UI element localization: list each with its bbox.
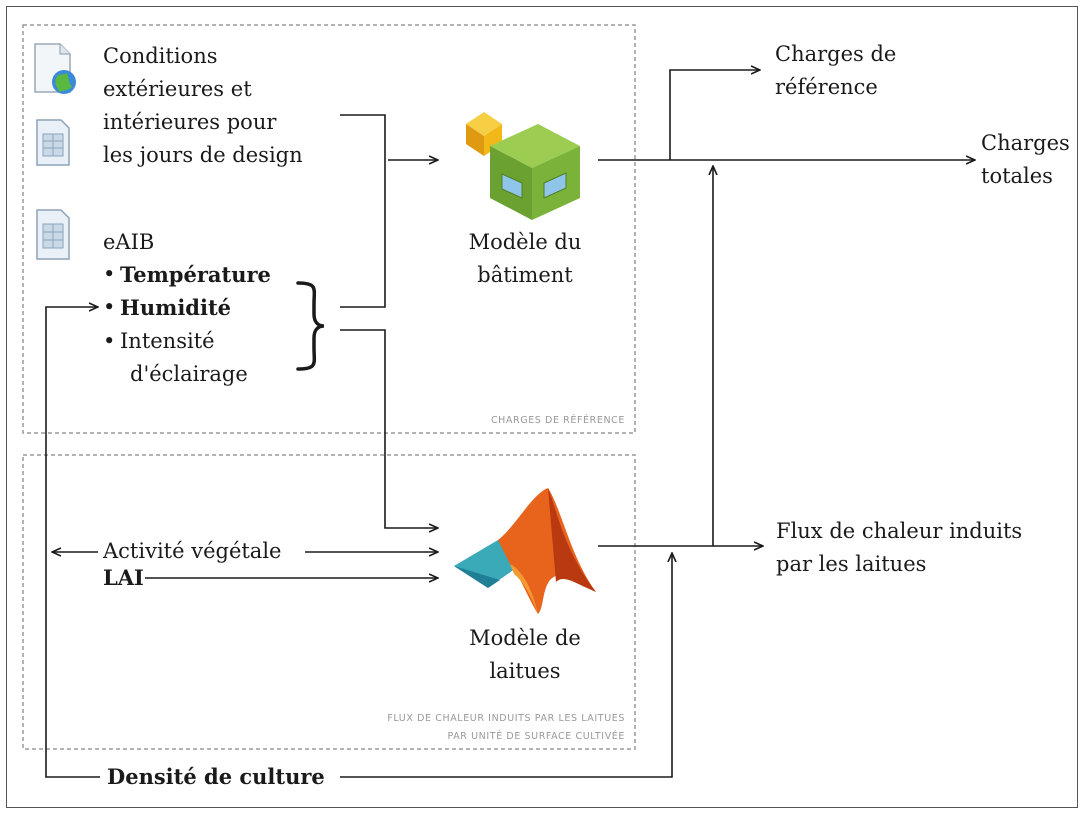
diagram-frame xyxy=(6,6,1078,808)
document-icon xyxy=(36,209,70,260)
reference-loads-box xyxy=(22,24,636,434)
matlab-surface-icon xyxy=(454,488,596,614)
conditions-label-line4: les jours de design xyxy=(103,143,303,167)
temperature-label: Température xyxy=(120,262,271,287)
humidity-label: Humidité xyxy=(120,295,232,320)
lai-label: LAI xyxy=(103,565,144,590)
arrow-density xyxy=(340,553,672,778)
lettuce-heat-box xyxy=(22,454,636,750)
building-cube-icon xyxy=(466,112,580,220)
arrow-reference-loads xyxy=(669,70,760,160)
bullet: • xyxy=(103,329,116,353)
crop-density-label: Densité de culture xyxy=(107,764,325,789)
bullet: • xyxy=(103,295,116,319)
lettuce-model-label-line1: Modèle de xyxy=(469,626,581,650)
conditions-bracket-line xyxy=(340,114,386,308)
total-loads-label-line1: Charges xyxy=(981,131,1070,155)
bullet: • xyxy=(103,262,116,286)
lettuce-heat-caption-line2: PAR UNITÉ DE SURFACE CULTIVÉE xyxy=(447,731,625,742)
light-intensity-label-line1: Intensité xyxy=(120,329,215,353)
total-loads-label-line2: totales xyxy=(981,164,1053,188)
reference-loads-caption: CHARGES DE RÉFÉRENCE xyxy=(490,415,625,426)
eaib-label: eAIB xyxy=(103,230,155,254)
heat-flux-label-line1: Flux de chaleur induits xyxy=(776,519,1023,543)
conditions-label-line1: Conditions xyxy=(103,44,218,68)
reference-loads-label-line2: référence xyxy=(775,75,878,99)
plant-activity-label: Activité végétale xyxy=(103,539,282,563)
conditions-label-line2: extérieures et xyxy=(103,77,252,101)
globe-document-icon xyxy=(34,43,76,94)
feedback-loop-line xyxy=(45,307,100,778)
arrow-eaib-to-lettuce xyxy=(340,329,438,528)
building-model-label-line1: Modèle du xyxy=(468,230,582,254)
light-intensity-label-line2: d'éclairage xyxy=(130,362,248,386)
heat-flux-label-line2: par les laitues xyxy=(776,552,927,576)
document-icon xyxy=(36,119,70,166)
lettuce-heat-caption-line1: FLUX DE CHALEUR INDUITS PAR LES LAITUES xyxy=(387,713,625,724)
conditions-label-line3: intérieures pour xyxy=(103,110,277,134)
building-model-label-line2: bâtiment xyxy=(477,263,573,287)
reference-loads-label-line1: Charges de xyxy=(775,42,897,66)
curly-brace xyxy=(296,281,325,371)
lettuce-model-label-line2: laitues xyxy=(489,659,561,683)
